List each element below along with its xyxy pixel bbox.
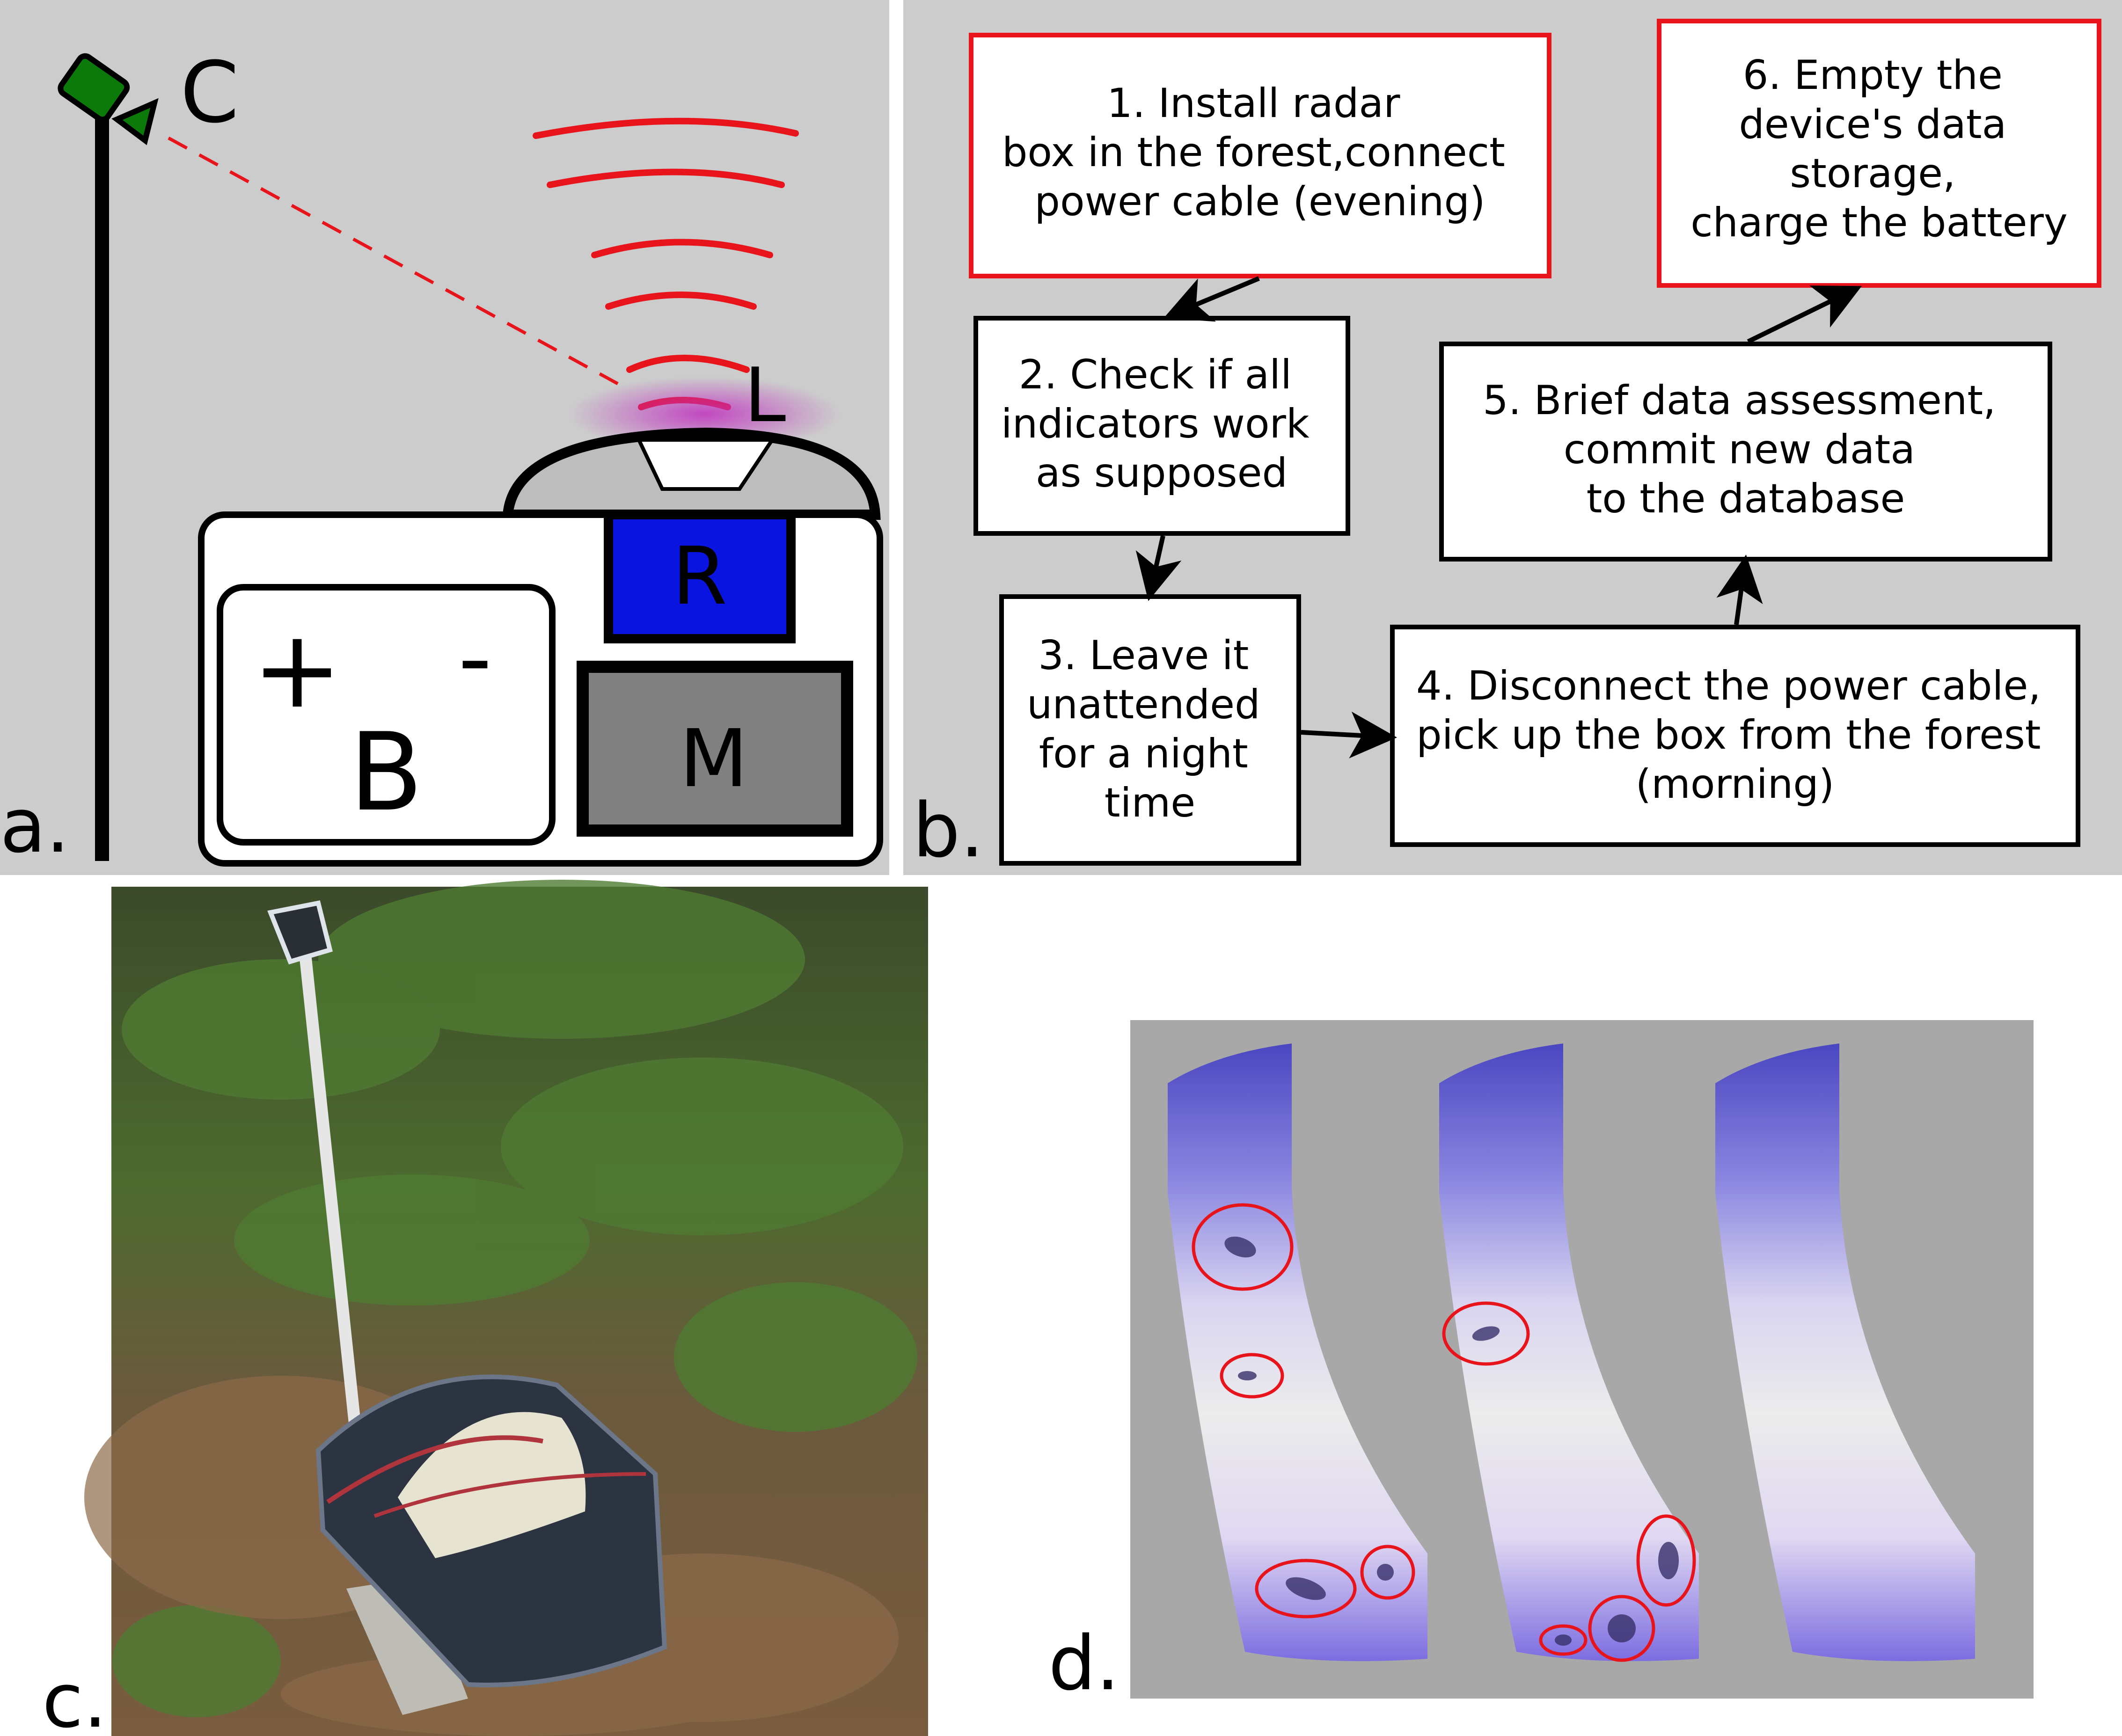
radar-frame-2 xyxy=(1439,1043,1699,1662)
step-2-line: indicators work xyxy=(1001,401,1310,447)
battery-minus: - xyxy=(458,604,492,713)
detection-highlight xyxy=(1636,1514,1696,1607)
radar-label: R xyxy=(672,530,727,623)
step-4-text: 4. Disconnect the power cable, pick up t… xyxy=(1416,663,2054,808)
arrow-1-to-2 xyxy=(1163,276,1260,322)
step-6-box: 6. Empty the device's data storage, char… xyxy=(1657,19,2101,288)
panel-b-label: b. xyxy=(913,787,984,874)
detection-highlight xyxy=(1255,1559,1357,1619)
step-5-line: 5. Brief data assessment, xyxy=(1483,377,1996,424)
step-5-box: 5. Brief data assessment, commit new dat… xyxy=(1439,342,2052,562)
detection-highlight xyxy=(1588,1595,1655,1662)
memory-unit xyxy=(577,661,853,837)
step-3-line: time xyxy=(1105,780,1195,826)
panel-b: 1. Install radar box in the forest,conne… xyxy=(903,0,2122,875)
camera-line-of-sight xyxy=(168,136,619,386)
detection-highlight xyxy=(1539,1624,1588,1656)
step-2-line: 2. Check if all xyxy=(1019,351,1292,398)
detection-highlight xyxy=(1442,1301,1530,1366)
step-4-line: (morning) xyxy=(1636,761,1835,808)
step-6-line: 6. Empty the xyxy=(1743,52,2003,99)
camera-icon xyxy=(58,53,159,146)
panel-a: C L R + - B M xyxy=(0,0,889,875)
forest-floor-photo xyxy=(84,880,928,1736)
step-4-line: 4. Disconnect the power cable, xyxy=(1416,663,2041,709)
step-3-text: 3. Leave it unattended for a night time xyxy=(1027,632,1273,826)
step-5-text: 5. Brief data assessment, commit new dat… xyxy=(1483,377,2009,522)
signal-arc xyxy=(533,117,799,139)
step-4-box: 4. Disconnect the power cable, pick up t… xyxy=(1390,625,2080,847)
step-1-line: power cable (evening) xyxy=(1034,178,1485,225)
step-3-line: for a night xyxy=(1039,730,1248,777)
step-2-line: as supposed xyxy=(1036,450,1288,496)
panel-d: d. xyxy=(1048,1020,2034,1707)
light-label: L xyxy=(744,351,786,439)
step-6-text: 6. Empty the device's data storage, char… xyxy=(1690,52,2068,246)
lamp-lens xyxy=(636,438,776,491)
step-6-line: device's data xyxy=(1739,101,2006,148)
step-1-box: 1. Install radar box in the forest,conne… xyxy=(969,33,1551,278)
step-5-line: to the database xyxy=(1587,475,1905,522)
arrow-3-to-4 xyxy=(1301,711,1397,759)
arrow-4-to-5 xyxy=(1716,554,1763,625)
step-6-line: charge the battery xyxy=(1690,199,2068,246)
panel-c: c. xyxy=(42,880,928,1736)
panel-a-label: a. xyxy=(0,782,70,869)
detection-highlight xyxy=(1192,1203,1294,1291)
step-3-box: 3. Leave it unattended for a night time xyxy=(999,594,1301,866)
step-1-line: box in the forest,connect xyxy=(1002,129,1505,176)
panel-d-label: d. xyxy=(1048,1619,1120,1707)
radar-frame-3 xyxy=(1715,1043,1975,1661)
detection-highlight xyxy=(1220,1353,1284,1399)
radar-frame-1 xyxy=(1168,1043,1427,1661)
signal-arc xyxy=(591,239,773,258)
step-3-line: unattended xyxy=(1027,681,1260,728)
step-2-text: 2. Check if all indicators work as suppo… xyxy=(1001,351,1322,496)
signal-arc xyxy=(626,355,750,373)
step-5-line: commit new data xyxy=(1564,426,1915,473)
step-1-text: 1. Install radar box in the forest,conne… xyxy=(1002,80,1518,225)
detection-highlight xyxy=(1360,1545,1415,1600)
battery-plus: + xyxy=(252,607,343,732)
step-2-box: 2. Check if all indicators work as suppo… xyxy=(973,316,1350,536)
step-6-line: storage, xyxy=(1790,150,1955,197)
battery xyxy=(217,584,556,846)
step-3-line: 3. Leave it xyxy=(1038,632,1249,679)
step-1-line: 1. Install radar xyxy=(1107,80,1400,127)
memory-label: M xyxy=(680,713,748,805)
radar-unit xyxy=(604,510,796,643)
signal-arc xyxy=(605,292,757,310)
arrow-5-to-6 xyxy=(1747,285,1862,344)
workflow-steps: 1. Install radar box in the forest,conne… xyxy=(969,19,2101,866)
signal-arc xyxy=(547,168,785,188)
panel-c-label: c. xyxy=(42,1657,107,1736)
camera-label: C xyxy=(180,44,239,142)
camera-pole xyxy=(95,117,109,861)
step-4-line: pick up the box from the forest xyxy=(1416,712,2041,759)
arrow-2-to-3 xyxy=(1135,535,1182,601)
battery-label: B xyxy=(349,710,423,835)
workflow-arrows xyxy=(1135,276,1862,759)
